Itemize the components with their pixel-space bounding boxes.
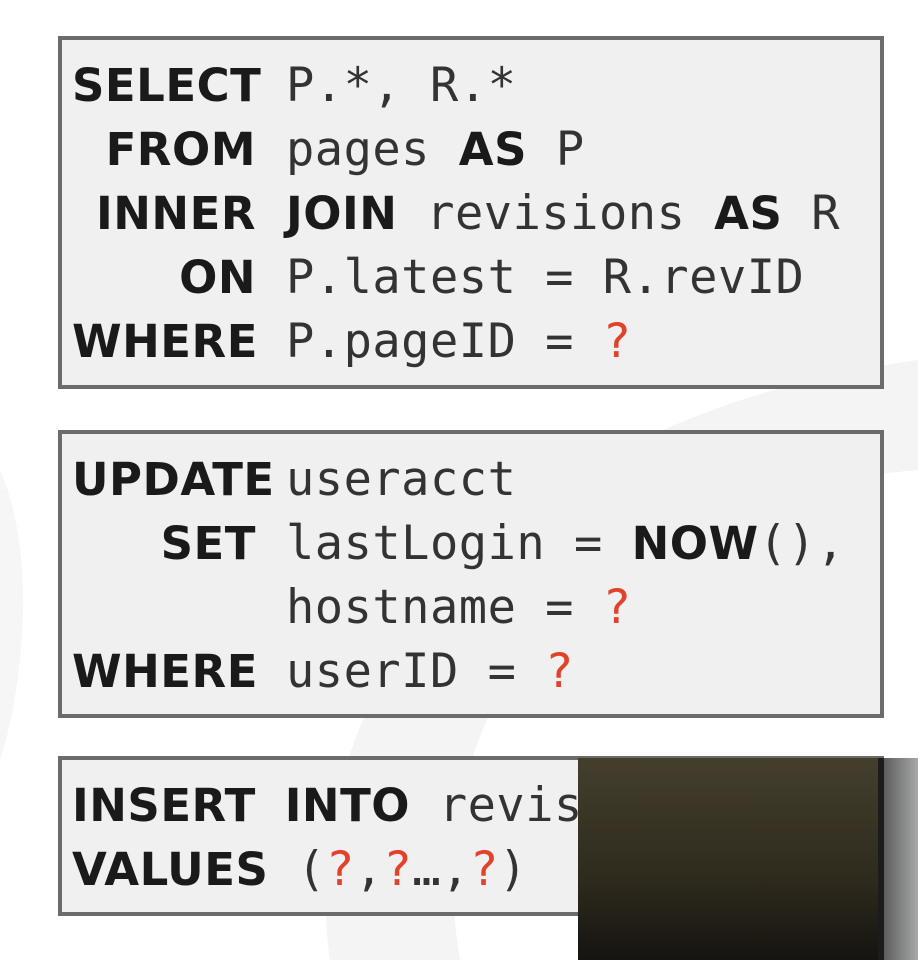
code-text: ) — [498, 842, 528, 897]
keyword: INSERT — [72, 779, 256, 832]
code-text: …, — [412, 842, 470, 897]
keyword: INNER — [96, 187, 256, 240]
keyword: VALUES — [72, 843, 269, 896]
code-text: pages — [286, 122, 459, 177]
keyword: JOIN — [286, 187, 398, 240]
presenter-video-overlay — [578, 758, 918, 960]
code-text: lastLogin = — [286, 516, 632, 571]
keyword: INTO — [284, 779, 411, 832]
placeholder-param: ? — [602, 580, 632, 635]
code-text: P.latest = R.revID — [286, 250, 805, 305]
code-text: P — [527, 122, 585, 177]
placeholder-param: ? — [545, 644, 574, 699]
code-line: hostname = ? — [72, 576, 880, 640]
code-text: revis — [410, 778, 583, 833]
keyword: WHERE — [72, 315, 258, 368]
code-line: FROM pages AS P — [72, 118, 880, 182]
code-text: hostname = — [286, 580, 603, 635]
code-text: P.pageID = — [286, 314, 603, 369]
keyword: AS — [714, 187, 783, 240]
code-line: ON P.latest = R.revID — [72, 246, 880, 310]
placeholder-param: ? — [469, 842, 499, 897]
code-text: revisions — [397, 186, 715, 241]
placeholder-param: ? — [325, 842, 355, 897]
code-text: (), — [758, 516, 846, 571]
code-text: useracct — [286, 452, 517, 507]
keyword: UPDATE — [72, 453, 275, 506]
keyword: NOW — [631, 517, 759, 570]
video-edge — [884, 758, 918, 960]
code-text: R — [782, 186, 841, 241]
code-line: INNER JOIN revisions AS R — [72, 182, 880, 246]
keyword: WHERE — [72, 645, 258, 698]
code-line: WHERE P.pageID = ? — [72, 310, 880, 374]
code-line: INSERT INTO revis — [72, 774, 880, 838]
code-text: , — [354, 842, 384, 897]
keyword: ON — [179, 251, 256, 304]
code-line: WHERE userID = ? — [72, 640, 880, 704]
keyword: SET — [160, 517, 256, 570]
placeholder-param: ? — [383, 842, 413, 897]
code-text: P.*, R.* — [286, 58, 517, 113]
code-line: VALUES (?,?…,?) — [72, 838, 880, 902]
keyword: FROM — [105, 123, 256, 176]
video-frame — [578, 758, 884, 960]
code-text: ( — [297, 842, 326, 897]
code-line: SELECT P.*, R.* — [72, 54, 880, 118]
code-text: userID = — [286, 644, 546, 699]
select-query-box: SELECT P.*, R.* FROM pages AS P INNER JOIN … — [58, 36, 884, 389]
code-line: SET lastLogin = NOW(), — [72, 512, 880, 576]
keyword: AS — [458, 123, 528, 176]
placeholder-param: ? — [602, 314, 632, 369]
keyword: SELECT — [72, 59, 262, 112]
